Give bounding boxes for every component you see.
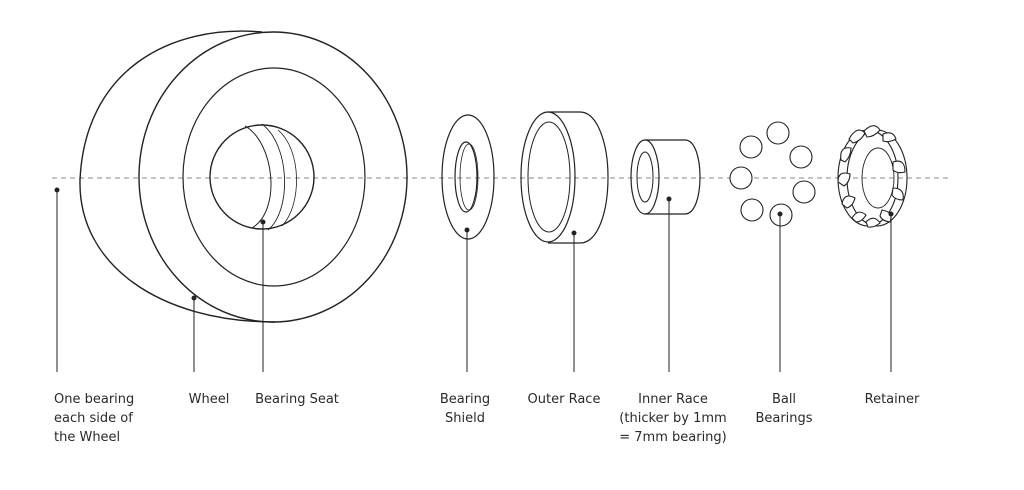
- retainer-pocket-11: [865, 217, 881, 228]
- inner-race-front: [630, 139, 660, 215]
- leader-dot-one-bearing: [54, 187, 60, 193]
- leader-dot-ball-bearings: [777, 211, 783, 217]
- wheel-part: [79, 30, 408, 323]
- label-outer-race-line-1: Outer Race: [527, 392, 601, 407]
- leader-dot-retainer: [888, 211, 894, 217]
- retainer-pocket-4: [840, 147, 852, 163]
- wheel-back-silhouette: [79, 30, 276, 323]
- retainer-pocket-7: [891, 187, 904, 201]
- label-wheel-line-1: Wheel: [188, 392, 230, 407]
- label-inner-race-line-3: = 7mm bearing): [619, 430, 727, 445]
- label-inner-race-line-1: Inner Race: [638, 392, 708, 407]
- label-one-bearing: One bearing each side of the Wheel: [54, 390, 134, 447]
- label-ball-bearings: Ball Bearings: [740, 390, 828, 428]
- retainer-part: [837, 125, 908, 228]
- retainer-pocket-3: [882, 132, 897, 143]
- label-ball-bearings-line-1: Ball: [771, 392, 797, 407]
- label-one-bearing-line-3: the Wheel: [54, 430, 121, 445]
- shield-inner: [454, 141, 478, 213]
- leader-dot-bearing-seat: [260, 219, 266, 225]
- outer-race-front: [520, 111, 576, 243]
- label-bearing-shield-line-1: Bearing: [439, 392, 491, 407]
- label-outer-race: Outer Race: [514, 390, 614, 409]
- leader-dot-outer-race: [571, 230, 577, 236]
- ball-2: [739, 135, 763, 159]
- ball-3: [789, 145, 813, 169]
- ball-5: [792, 180, 816, 204]
- retainer-pocket-8: [841, 195, 856, 209]
- label-retainer-line-1: Retainer: [864, 392, 920, 407]
- outer-race-part: [520, 111, 609, 244]
- label-bearing-shield-line-2: Shield: [445, 411, 485, 426]
- label-wheel: Wheel: [164, 390, 254, 409]
- retainer-pocket-6: [837, 172, 851, 187]
- label-inner-race: Inner Race (thicker by 1mm = 7mm bearing…: [610, 390, 736, 447]
- inner-race-body: [645, 139, 701, 215]
- label-bearing-shield: Bearing Shield: [419, 390, 511, 428]
- label-one-bearing-line-1: One bearing: [54, 392, 135, 407]
- label-inner-race-line-2: (thicker by 1mm: [619, 411, 727, 426]
- retainer-pocket-9: [879, 209, 892, 223]
- outer-race-body: [548, 111, 609, 244]
- retainer-bore: [861, 147, 895, 209]
- bearing-shield-part: [441, 114, 495, 240]
- label-bearing-seat-line-1: Bearing Seat: [255, 392, 339, 407]
- shield-inner-rim: [459, 143, 479, 211]
- ball-bearings-part: [729, 121, 816, 227]
- label-bearing-seat: Bearing Seat: [241, 390, 353, 409]
- leader-dot-bearing-shield: [464, 227, 470, 233]
- bearing-seat-depth-3: [277, 129, 297, 227]
- retainer-pocket-5: [892, 160, 906, 174]
- retainer-pocket-10: [851, 211, 867, 223]
- bearing-seat-depth-1: [244, 125, 272, 229]
- wheel-hub-ring: [182, 67, 366, 287]
- leader-dot-inner-race: [666, 196, 672, 202]
- label-one-bearing-line-2: each side of: [54, 411, 133, 426]
- label-ball-bearings-line-2: Bearings: [755, 411, 813, 426]
- leader-dot-wheel: [191, 295, 197, 301]
- ball-4: [729, 166, 753, 190]
- ball-6: [740, 198, 764, 222]
- ball-1: [766, 121, 790, 145]
- retainer-pocket-2: [863, 125, 881, 138]
- bearing-seat-opening: [209, 124, 315, 230]
- wheel-front-face: [138, 31, 408, 323]
- bearing-seat-depth-2: [261, 123, 285, 231]
- label-retainer: Retainer: [850, 390, 934, 409]
- retainer-pocket-1: [848, 129, 866, 144]
- leader-lines: [54, 187, 894, 372]
- shield-outer: [441, 114, 495, 240]
- outer-race-bore: [527, 121, 571, 233]
- inner-race-bore: [636, 151, 654, 203]
- inner-race-part: [630, 139, 701, 215]
